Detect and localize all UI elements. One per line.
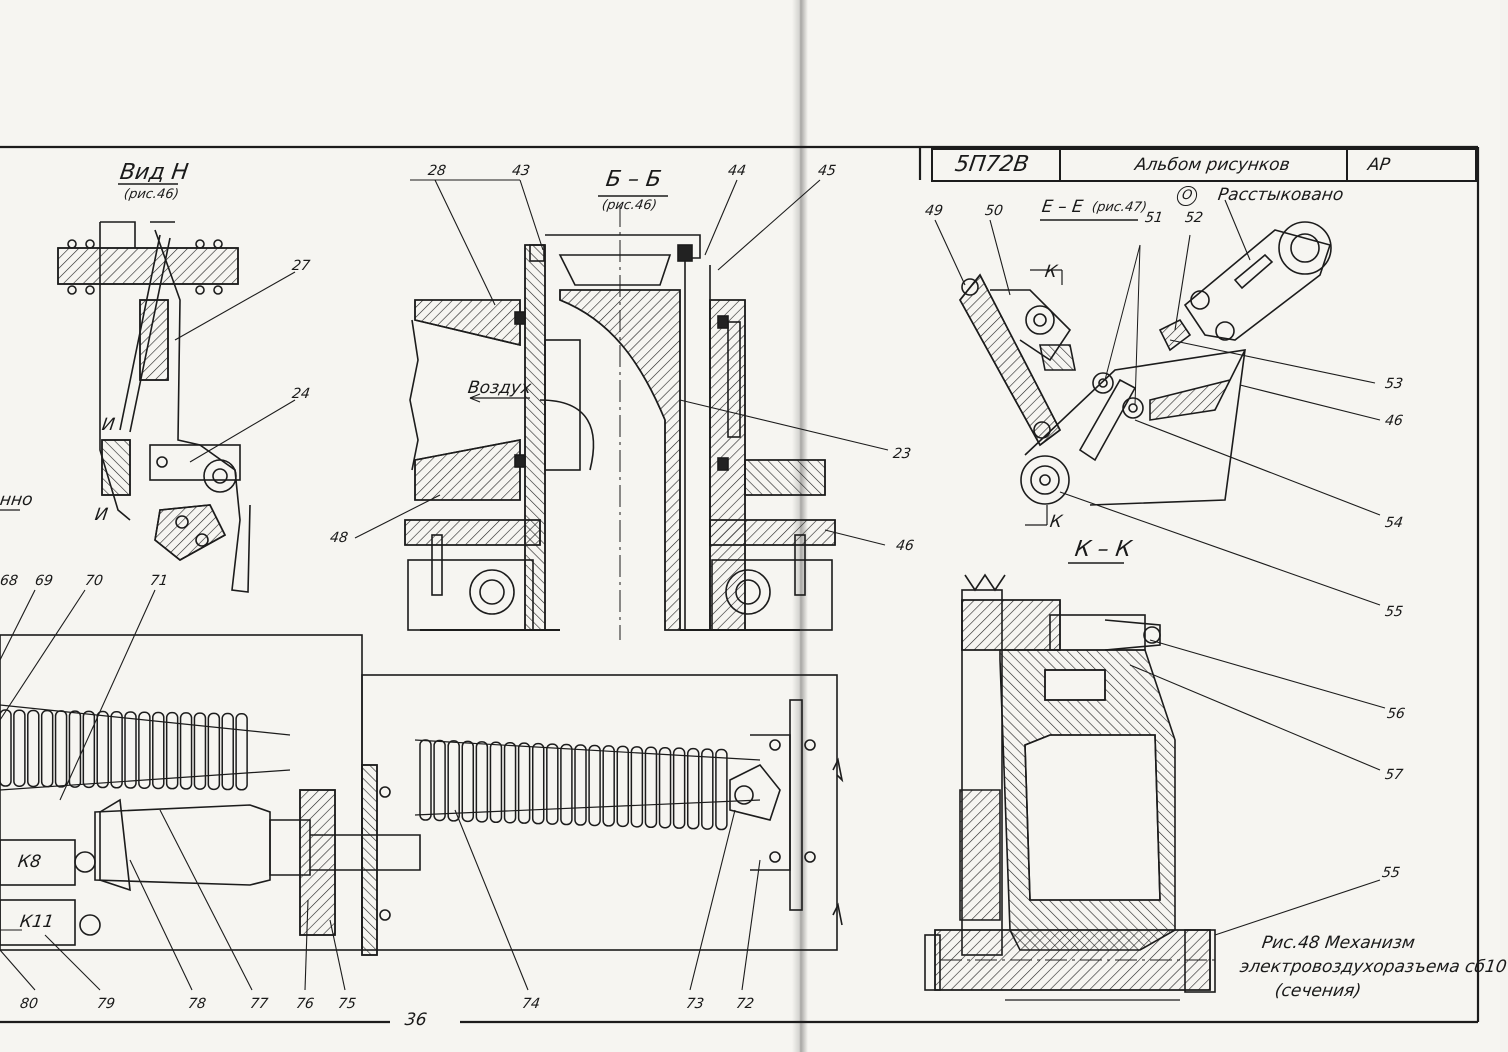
air-label: Воздух: [466, 378, 533, 398]
spring-mechanism-drawing: [0, 634, 844, 956]
callout-48: 48: [328, 530, 349, 546]
component-k11: К11: [18, 912, 56, 932]
callout-27: 27: [290, 258, 311, 274]
callout-74: 74: [520, 996, 541, 1012]
callout-50: 50: [983, 203, 1004, 219]
callout-49: 49: [923, 203, 944, 219]
album-code: АР: [1366, 155, 1392, 175]
view-h-drawing: [0, 183, 251, 593]
section-bb-title: Б – Б: [604, 167, 663, 192]
caption-line-2: электровоздухоразъема сб10: [1238, 957, 1508, 977]
callout-69: 69: [33, 573, 54, 589]
title-block: [931, 148, 1477, 182]
section-bb-drawing: [404, 179, 836, 640]
callout-51: 51: [1143, 210, 1164, 226]
section-kk-title: К – К: [1073, 537, 1133, 562]
sheet-frame: [0, 145, 1480, 1024]
callout-77: 77: [248, 996, 269, 1012]
leader-lines: [0, 179, 1386, 991]
callout-53: 53: [1383, 376, 1404, 392]
view-h-mark-2: И: [93, 505, 110, 525]
callout-72: 72: [734, 996, 755, 1012]
section-bb-ref: (рис.46): [600, 198, 658, 213]
left-spring-coils: [0, 709, 248, 791]
callout-70: 70: [83, 573, 104, 589]
callout-75: 75: [336, 996, 357, 1012]
callout-46b: 46: [1383, 413, 1404, 429]
callout-80: 80: [18, 996, 39, 1012]
callout-55b: 55: [1380, 865, 1401, 881]
callout-79: 79: [95, 996, 116, 1012]
section-ee-title: Е – Е: [1040, 197, 1085, 217]
album-title: Альбом рисунков: [1133, 155, 1292, 175]
caption-line-1: Рис.48 Механизм: [1260, 933, 1417, 953]
view-h-title: Вид Н: [118, 160, 190, 185]
callout-68: 68: [0, 573, 19, 589]
callout-44: 44: [726, 163, 747, 179]
callout-71: 71: [148, 573, 169, 589]
view-h-mark-1: И: [100, 415, 117, 435]
callout-43: 43: [510, 163, 531, 179]
callout-57: 57: [1383, 767, 1404, 783]
view-h-ref: (рис.46): [122, 187, 180, 202]
page-number: 36: [403, 1010, 429, 1030]
callout-54: 54: [1383, 515, 1404, 531]
callout-46a: 46: [894, 538, 915, 554]
section-kk-drawing: [924, 562, 1216, 1001]
component-k8: К8: [16, 852, 43, 872]
callout-28: 28: [426, 163, 447, 179]
callout-56: 56: [1385, 706, 1406, 722]
callout-52: 52: [1183, 210, 1204, 226]
status-label: Расстыковано: [1216, 185, 1345, 205]
caption-line-3: (сечения): [1273, 981, 1363, 1001]
partial-left-label: нно: [0, 490, 35, 510]
callout-78: 78: [186, 996, 207, 1012]
callout-23: 23: [891, 446, 912, 462]
callout-24: 24: [290, 386, 311, 402]
right-spring-coils: [419, 739, 728, 831]
section-ee-ref: (рис.47): [1090, 200, 1148, 215]
callout-76: 76: [294, 996, 315, 1012]
callout-73: 73: [684, 996, 705, 1012]
callout-55a: 55: [1383, 604, 1404, 620]
drawing-number: 5П72В: [953, 152, 1031, 177]
section-ee-drawing: [959, 219, 1332, 526]
callout-45: 45: [816, 163, 837, 179]
